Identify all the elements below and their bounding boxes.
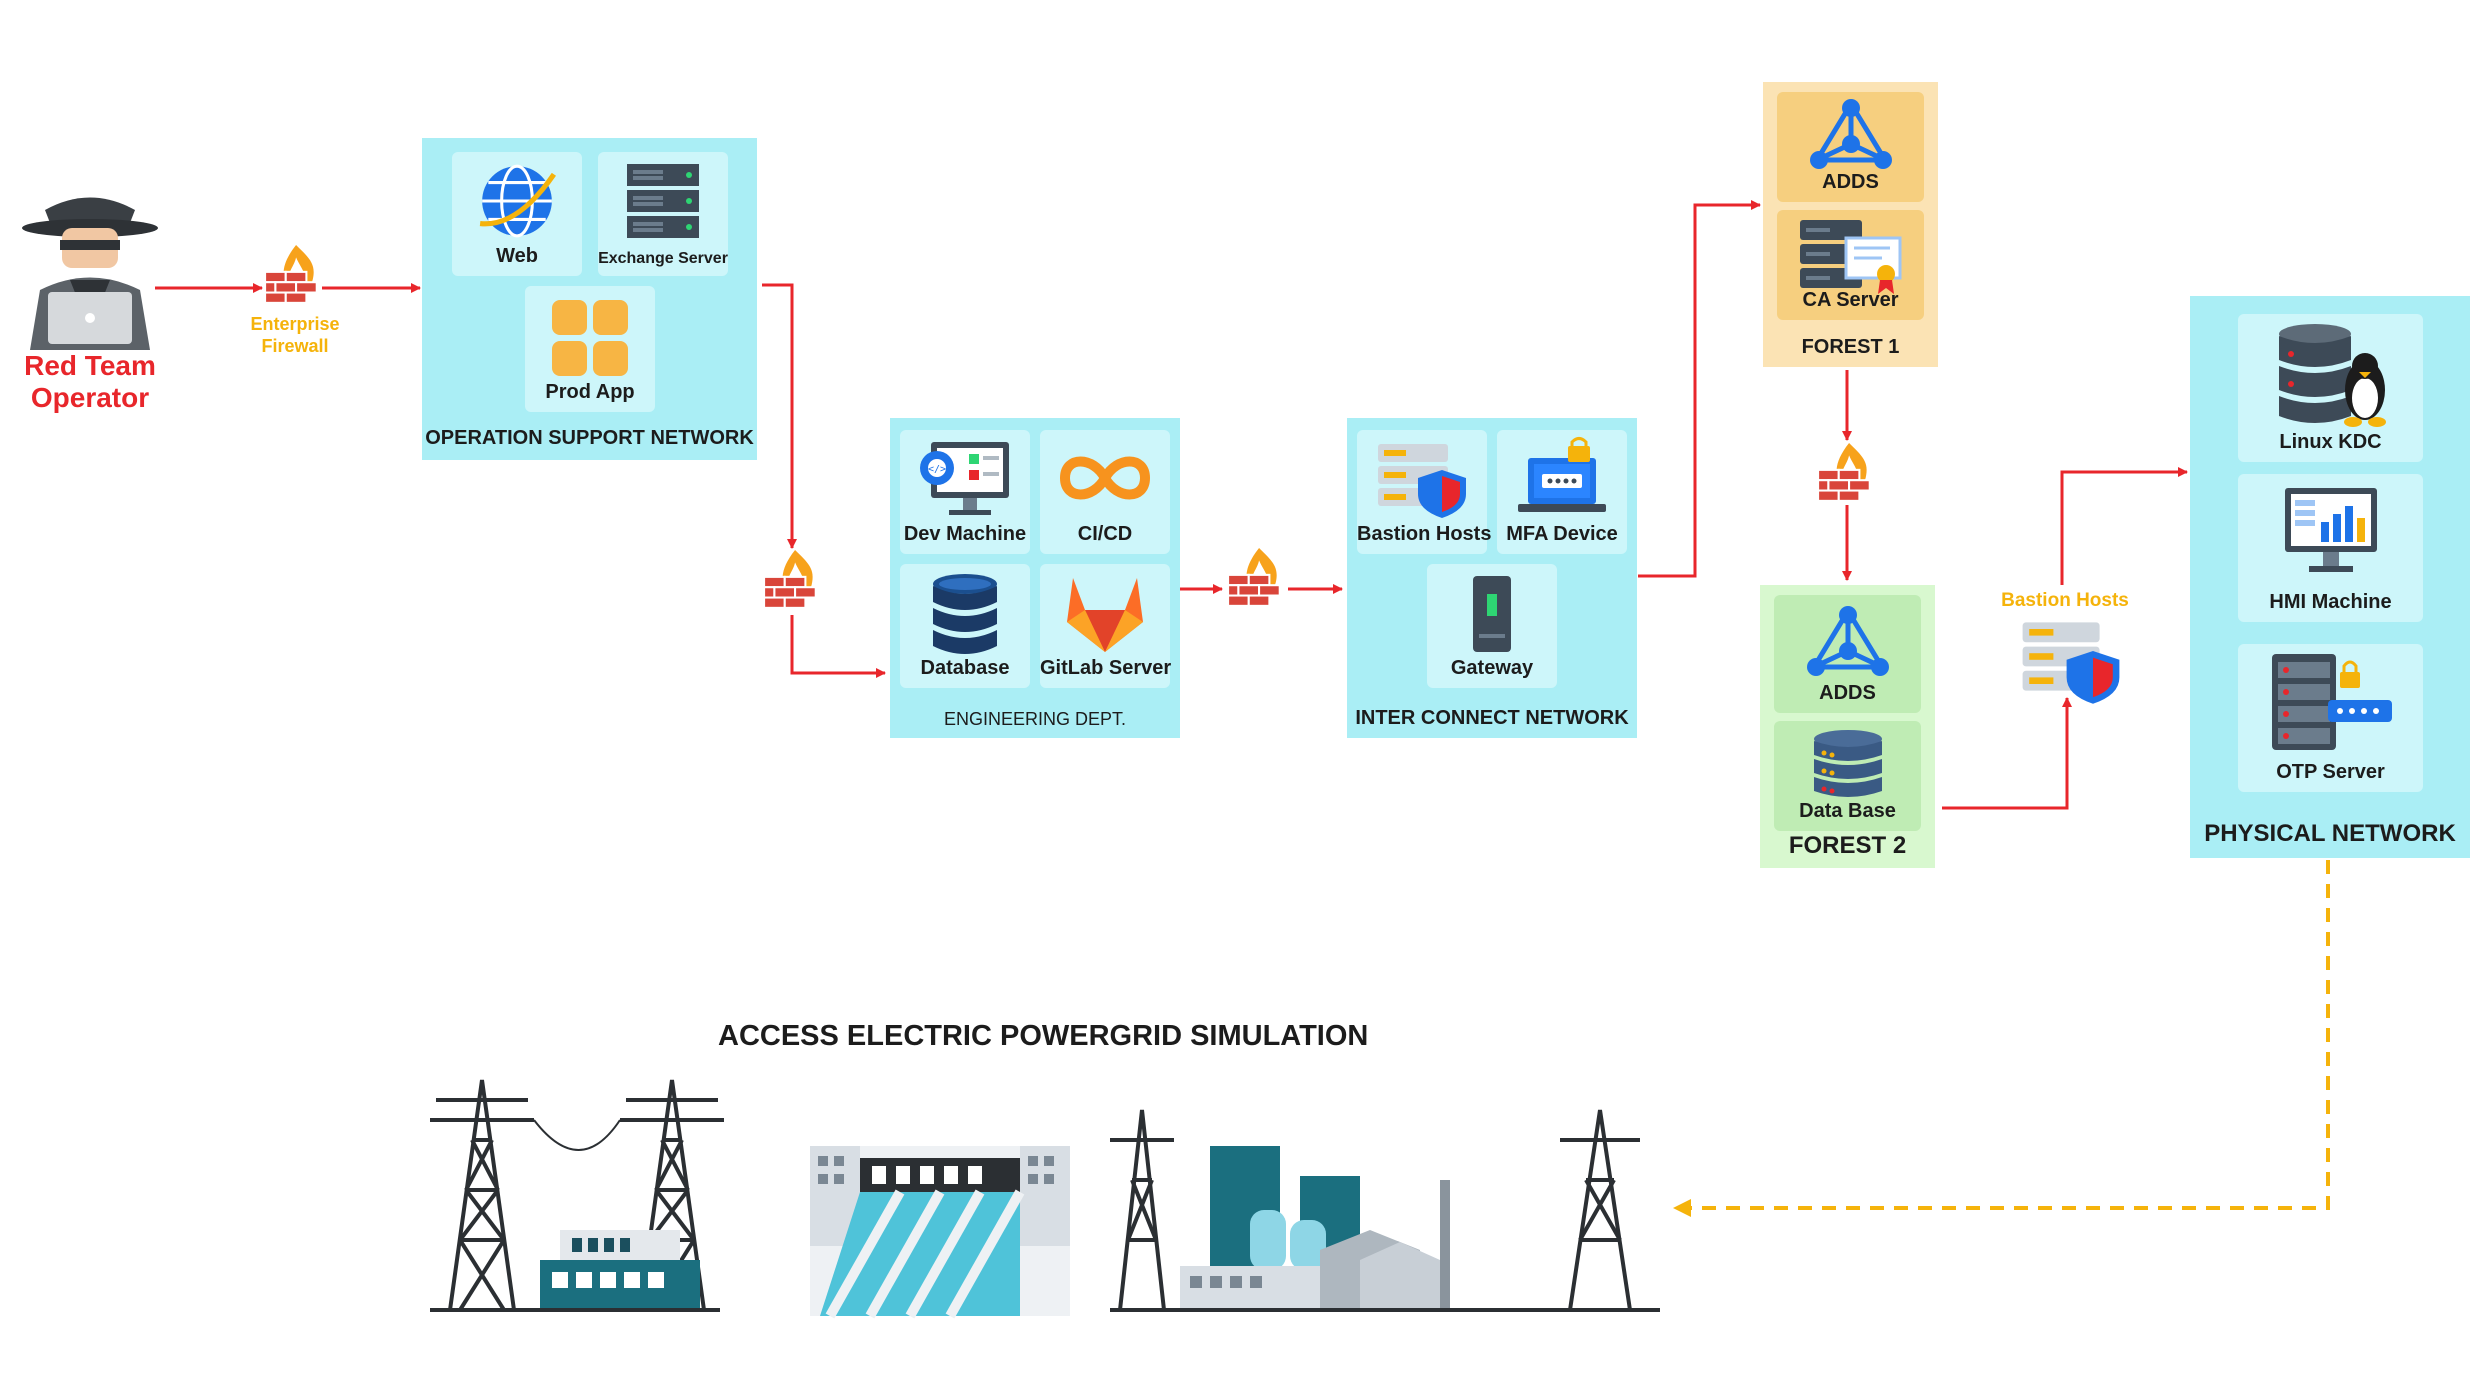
arrow-interconnect-to-forest1 <box>1638 200 1761 578</box>
exchange-server-node: Exchange Server <box>598 152 728 276</box>
hydro-dam-icon <box>810 1146 1070 1319</box>
linux-kdc-node: Linux KDC <box>2238 314 2423 462</box>
gateway-node: Gateway <box>1427 564 1557 688</box>
arrow-firewall2-to-engineering <box>790 615 886 678</box>
physical-network: Linux KDC HMI Machine OTP Server PHYSICA… <box>2190 296 2470 858</box>
engineering-title: ENGINEERING DEPT. <box>943 709 1127 729</box>
firewall-label-line1: Enterprise <box>250 314 340 334</box>
prod-app-label: Prod App <box>545 381 635 403</box>
forest-1: ADDS CA Server FOREST 1 <box>1763 82 1938 367</box>
linux-server-icon <box>2278 324 2386 427</box>
database-icon <box>933 574 997 654</box>
forest2-adds-label: ADDS <box>1819 682 1876 704</box>
forest-2: ADDS Data Base FOREST 2 <box>1760 585 1935 868</box>
transmission-tower-icon <box>1560 1109 1640 1311</box>
transmission-tower-icon <box>1110 1109 1174 1311</box>
interconnect-title: INTER CONNECT NETWORK <box>1355 707 1629 729</box>
forest2-database-node: Data Base <box>1774 721 1921 831</box>
operator-label-line2: Operator <box>30 382 150 413</box>
database-label: Database <box>920 657 1010 679</box>
hacker-icon <box>22 197 158 350</box>
bastion-hosts-label: Bastion Hosts <box>1357 523 1492 545</box>
active-directory-icon <box>1806 606 1889 676</box>
gitlab-server-node: GitLab Server <box>1040 564 1172 688</box>
transmission-tower-icon <box>430 1079 534 1312</box>
operation-support-network: Web Exchange Server Prod App OPERATION S… <box>422 138 757 460</box>
forest1-adds-label: ADDS <box>1822 171 1879 193</box>
forest2-title: FOREST 2 <box>1788 832 1907 859</box>
otp-server-label: OTP Server <box>2276 761 2385 783</box>
firewall-icon <box>763 550 817 609</box>
substation-building-icon <box>540 1230 700 1310</box>
interconnect-network: Bastion Hosts MFA Device Gateway INTER C… <box>1347 418 1637 738</box>
operator-label-line1: Red Team <box>24 350 156 381</box>
hmi-machine-label: HMI Machine <box>2269 591 2392 613</box>
forest1-title: FOREST 1 <box>1801 336 1900 358</box>
firewall-label-line2: Firewall <box>261 336 329 356</box>
web-node: Web <box>452 152 582 276</box>
mfa-laptop-icon <box>1518 437 1606 512</box>
physical-title: PHYSICAL NETWORK <box>2204 820 2456 847</box>
powergrid-title: ACCESS ELECTRIC POWERGRID SIMULATION <box>718 1020 1369 1052</box>
mfa-device-label: MFA Device <box>1506 523 1618 545</box>
exchange-server-label: Exchange Server <box>598 250 728 267</box>
forest2-adds-node: ADDS <box>1774 595 1921 713</box>
secure-server-icon <box>2022 622 2120 704</box>
svg-text:</>: </> <box>928 464 946 475</box>
hmi-machine-node: HMI Machine <box>2238 474 2423 622</box>
arrow-forest2-to-bastion <box>1942 697 2072 810</box>
infinity-loop-icon <box>1059 456 1151 500</box>
ca-server-node: CA Server <box>1777 210 1924 320</box>
gitlab-icon <box>1067 578 1143 652</box>
bastion-floating-label: Bastion Hosts <box>2001 590 2129 611</box>
arrow-osn-to-firewall2 <box>762 283 797 549</box>
osn-title: OPERATION SUPPORT NETWORK <box>425 427 754 449</box>
database-icon <box>1813 730 1882 797</box>
arrow-physical-to-powergrid <box>1673 860 2330 1217</box>
gitlab-server-label: GitLab Server <box>1040 657 1172 679</box>
firewall-icon <box>264 245 318 304</box>
dev-machine-node: </> Dev Machine <box>900 430 1030 554</box>
app-grid-icon <box>552 300 628 376</box>
red-team-operator: Red Team Operator <box>10 180 170 420</box>
forest2-database-label: Data Base <box>1799 800 1896 822</box>
database-node: Database <box>900 564 1030 688</box>
enterprise-firewall: Enterprise Firewall <box>245 245 345 365</box>
ca-server-label: CA Server <box>1802 289 1899 311</box>
engineering-dept: </> Dev Machine CI/CD Database GitLab Se… <box>890 418 1180 738</box>
dev-machine-label: Dev Machine <box>903 523 1027 545</box>
firewall-icon <box>1227 548 1281 607</box>
firewall-icon <box>1817 443 1871 502</box>
bastion-hosts-floating: Bastion Hosts <box>2000 590 2130 715</box>
linux-kdc-label: Linux KDC <box>2279 431 2382 453</box>
power-plant-icon <box>1180 1146 1450 1310</box>
bastion-hosts-node: Bastion Hosts <box>1357 430 1492 554</box>
mfa-device-node: MFA Device <box>1497 430 1627 554</box>
gateway-tower-icon <box>1473 576 1511 652</box>
arrow-bastion-to-physical <box>2060 467 2188 585</box>
certificate-server-icon <box>1799 220 1901 294</box>
web-label: Web <box>496 245 538 267</box>
globe-icon <box>479 164 557 238</box>
otp-server-node: OTP Server <box>2238 644 2423 792</box>
prod-app-node: Prod App <box>525 286 655 412</box>
secure-server-icon <box>1378 444 1466 518</box>
cicd-label: CI/CD <box>1077 523 1133 545</box>
hmi-monitor-icon <box>2284 488 2377 572</box>
forest1-adds-node: ADDS <box>1777 92 1924 202</box>
gateway-label: Gateway <box>1450 657 1534 679</box>
otp-server-icon <box>2271 654 2392 750</box>
active-directory-icon <box>1809 99 1892 169</box>
powergrid-illustration <box>430 1079 1660 1319</box>
cicd-node: CI/CD <box>1040 430 1170 554</box>
dev-machine-icon: </> <box>920 442 1009 515</box>
server-rack-icon <box>627 164 699 238</box>
